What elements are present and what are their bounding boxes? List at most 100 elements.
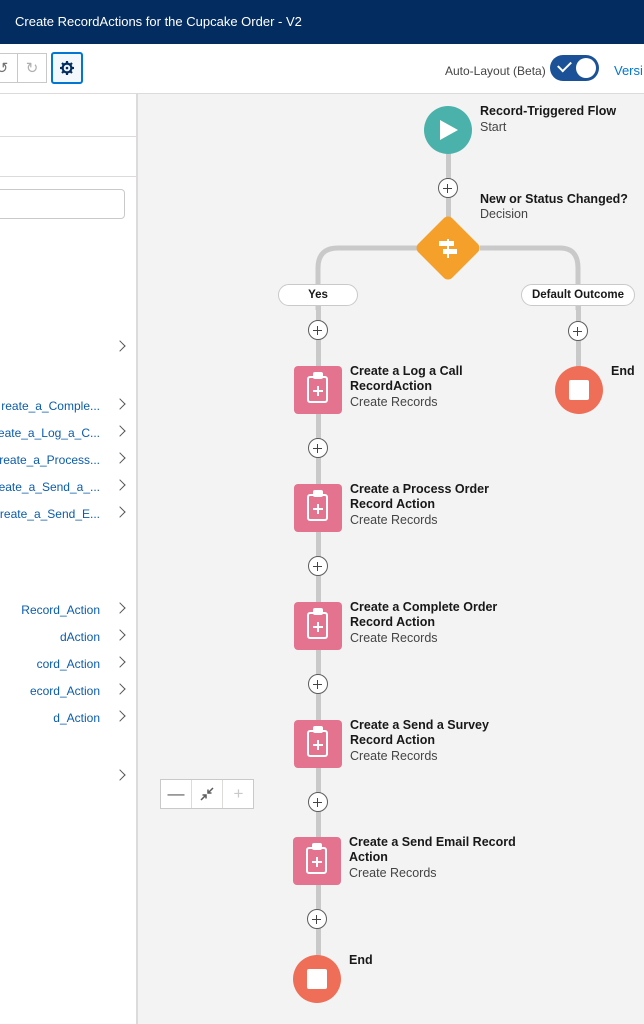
create-records-node[interactable]	[293, 837, 341, 885]
plus-mark	[317, 622, 319, 632]
record-subtitle: Create Records	[350, 513, 438, 527]
record-title: Create a Complete Order Record Action	[350, 600, 498, 629]
outcome-default[interactable]: Default Outcome	[521, 284, 635, 306]
panel-divider	[0, 176, 136, 177]
record-title: Create a Send Email Record Action	[349, 835, 516, 864]
add-element-button[interactable]	[308, 792, 328, 812]
chevron-right-icon	[114, 340, 126, 352]
add-element-button[interactable]	[308, 438, 328, 458]
add-element-button[interactable]	[308, 320, 328, 340]
undo-button[interactable]: ↺	[0, 53, 18, 83]
zoom-in-button[interactable]: +	[223, 780, 254, 808]
undo-icon: ↺	[0, 60, 9, 77]
end-title: End	[349, 953, 373, 967]
chevron-right-icon	[114, 398, 126, 410]
add-element-button[interactable]	[308, 674, 328, 694]
chevron-right-icon	[114, 656, 126, 668]
redo-button[interactable]: ↻	[17, 53, 47, 83]
clipboard-icon	[307, 494, 328, 521]
auto-layout-toggle[interactable]	[550, 55, 599, 81]
list-item[interactable]: dAction	[0, 628, 136, 648]
section-expander[interactable]	[0, 768, 136, 788]
plus-icon: +	[233, 784, 244, 803]
start-subtitle: Start	[480, 120, 507, 134]
list-item[interactable]: d_Action	[0, 709, 136, 729]
record-title: Create a Send a Survey Record Action	[350, 718, 489, 747]
clipboard-icon	[307, 376, 328, 403]
chevron-right-icon	[114, 506, 126, 518]
toolbox-panel: reate_a_Comple... reate_a_Log_a_C... rea…	[0, 94, 138, 1024]
create-records-node[interactable]	[294, 484, 342, 532]
record-subtitle: Create Records	[350, 631, 438, 645]
clipboard-clip	[313, 372, 323, 379]
settings-button[interactable]	[51, 52, 83, 84]
zoom-controls: — +	[160, 779, 254, 809]
end-title: End	[611, 364, 635, 378]
start-node[interactable]	[424, 106, 472, 154]
start-title: Record-Triggered Flow	[480, 104, 617, 118]
toggle-knob	[576, 58, 596, 78]
add-element-button[interactable]	[568, 321, 588, 341]
outcome-yes[interactable]: Yes	[278, 284, 358, 306]
play-icon	[440, 120, 458, 140]
record-title: Create a Log a Call RecordAction	[350, 364, 463, 393]
add-element-button[interactable]	[438, 178, 458, 198]
plus-mark	[317, 386, 319, 396]
chevron-right-icon	[114, 683, 126, 695]
chevron-right-icon	[114, 452, 126, 464]
clipboard-clip	[313, 608, 323, 615]
clipboard-clip	[313, 726, 323, 733]
clipboard-icon	[307, 612, 328, 639]
create-records-node[interactable]	[294, 720, 342, 768]
list-item[interactable]: reate_a_Process...	[0, 451, 136, 471]
stop-icon	[307, 969, 327, 989]
section-expander[interactable]	[0, 339, 136, 359]
plus-mark	[317, 740, 319, 750]
search-input[interactable]	[0, 189, 125, 219]
chevron-right-icon	[114, 710, 126, 722]
redo-icon: ↻	[25, 60, 39, 77]
list-item[interactable]: cord_Action	[0, 655, 136, 675]
end-node[interactable]	[293, 955, 341, 1003]
fit-view-button[interactable]	[192, 780, 223, 808]
decision-subtitle: Decision	[480, 207, 528, 221]
list-item[interactable]: reate_a_Send_a_...	[0, 478, 136, 498]
stop-icon	[569, 380, 589, 400]
chevron-right-icon	[114, 602, 126, 614]
list-item[interactable]: ecord_Action	[0, 682, 136, 702]
chevron-right-icon	[114, 425, 126, 437]
panel-divider	[0, 136, 136, 137]
add-element-button[interactable]	[308, 556, 328, 576]
shrink-icon	[200, 787, 214, 801]
list-item[interactable]: reate_a_Comple...	[0, 397, 136, 417]
chevron-right-icon	[114, 629, 126, 641]
list-item[interactable]: reate_a_Log_a_C...	[0, 424, 136, 444]
flow-canvas[interactable]	[138, 94, 644, 1024]
plus-mark	[316, 857, 318, 867]
zoom-out-button[interactable]: —	[161, 780, 192, 808]
branch-connector	[315, 245, 581, 310]
gear-icon	[60, 61, 74, 75]
clipboard-clip	[313, 490, 323, 497]
record-subtitle: Create Records	[350, 395, 438, 409]
record-subtitle: Create Records	[350, 749, 438, 763]
clipboard-clip	[312, 843, 322, 850]
decision-icon	[439, 239, 457, 258]
add-element-button[interactable]	[307, 909, 327, 929]
check-icon	[557, 57, 572, 73]
create-records-node[interactable]	[294, 602, 342, 650]
clipboard-icon	[307, 730, 328, 757]
version-link[interactable]: Versi	[614, 63, 643, 78]
end-node[interactable]	[555, 366, 603, 414]
decision-title: New or Status Changed?	[480, 192, 628, 206]
create-records-node[interactable]	[294, 366, 342, 414]
plus-mark	[317, 504, 319, 514]
list-item[interactable]: Record_Action	[0, 601, 136, 621]
chevron-right-icon	[114, 479, 126, 491]
list-item[interactable]: reate_a_Send_E...	[0, 505, 136, 525]
minus-icon: —	[167, 784, 185, 803]
record-subtitle: Create Records	[349, 866, 437, 880]
title-bar: Create RecordActions for the Cupcake Ord…	[0, 0, 644, 44]
clipboard-icon	[306, 847, 327, 874]
chevron-right-icon	[114, 769, 126, 781]
